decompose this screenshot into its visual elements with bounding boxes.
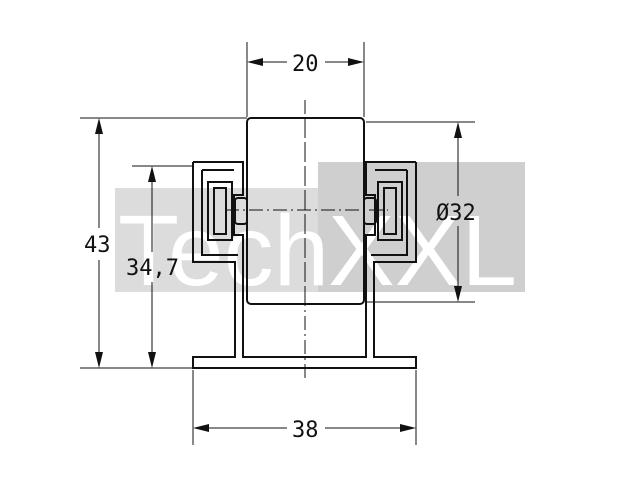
dim-label-bottom-width: 38 xyxy=(292,418,319,443)
left-bearing-inner xyxy=(213,187,227,235)
dimension-inner-height: 34,7 xyxy=(126,166,179,368)
dim-label-total-height: 43 xyxy=(84,233,111,258)
watermark: Tech XXL xyxy=(115,162,525,307)
dim-label-roller-diameter: Ø32 xyxy=(436,201,476,226)
left-bearing-outer xyxy=(207,181,233,241)
right-bearing-inner xyxy=(383,187,397,235)
dimension-roller-diameter: Ø32 xyxy=(436,122,476,302)
dimension-bottom-width: 38 xyxy=(193,418,416,443)
dimension-top-width: 20 xyxy=(247,52,364,77)
dimension-total-height: 43 xyxy=(84,118,111,368)
watermark-text-right: XXL xyxy=(328,195,517,307)
watermark-block xyxy=(318,162,525,292)
extension-lines xyxy=(80,42,475,445)
dim-label-inner-height: 34,7 xyxy=(126,256,179,281)
right-bearing-outer xyxy=(377,181,403,241)
roller xyxy=(246,117,365,305)
watermark-text-left: Tech xyxy=(118,195,329,307)
right-rail-foot xyxy=(305,162,417,369)
left-rail-foot xyxy=(192,162,305,369)
dim-label-top-width: 20 xyxy=(292,52,319,77)
bearing-blocks xyxy=(207,181,403,241)
